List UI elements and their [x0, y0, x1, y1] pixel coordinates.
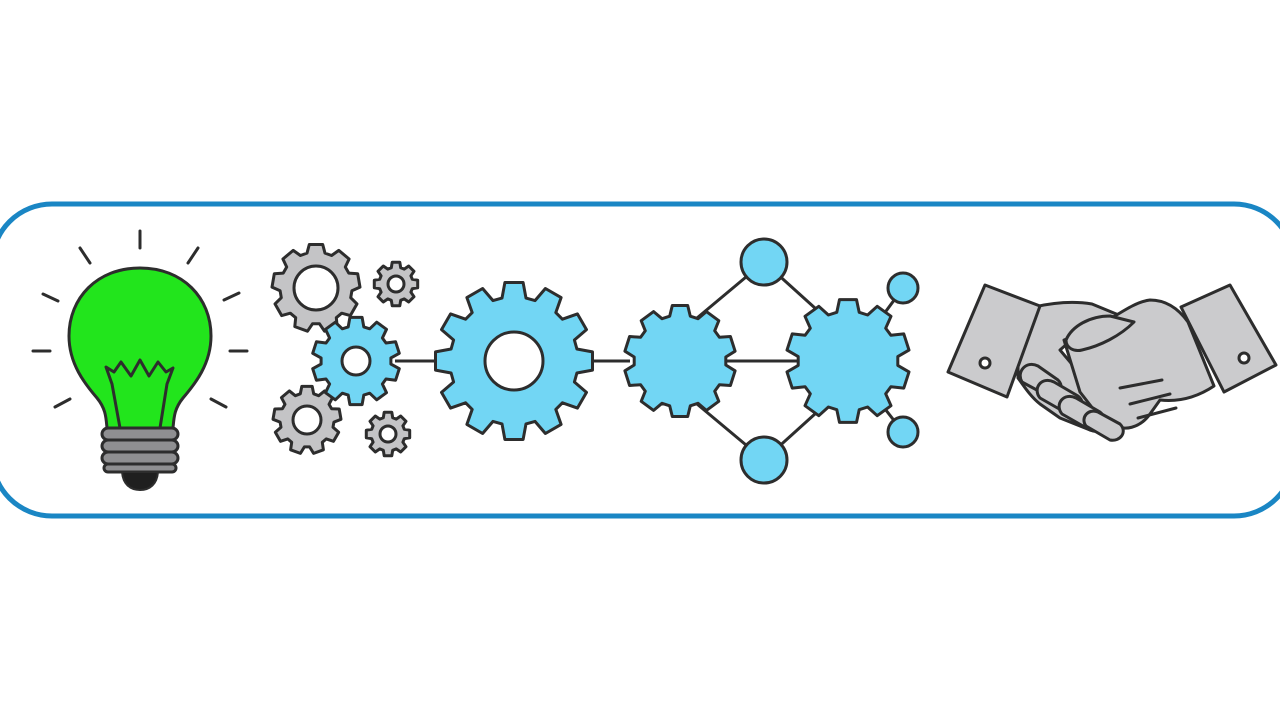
- finger: [1118, 378, 1178, 420]
- lightbulb-icon: [31, 229, 249, 492]
- blue-gear-icon: [785, 298, 911, 424]
- gear-network-icon: [623, 237, 920, 485]
- light-rays: [31, 229, 249, 409]
- gray-gear-icon: [271, 384, 343, 455]
- gear-body: [623, 304, 737, 418]
- blue-gear-icon: [434, 281, 594, 441]
- cufflink: [1237, 351, 1251, 365]
- thumb: [1064, 314, 1136, 352]
- bulb-tip: [120, 471, 160, 492]
- gear-body: [785, 298, 911, 424]
- right-cuff: [1179, 283, 1278, 394]
- cufflink: [978, 356, 992, 370]
- left-cuff: [946, 283, 1042, 399]
- large-gear-icon: [434, 281, 630, 441]
- gears-cluster-icon: [270, 243, 440, 458]
- gear-hole: [386, 274, 406, 294]
- gray-gear-icon: [372, 260, 420, 308]
- finger: [1082, 409, 1125, 442]
- blue-gear-icon: [623, 304, 737, 418]
- network-node: [739, 237, 789, 287]
- handshake-icon: [946, 283, 1278, 442]
- blue-gear-icon: [311, 315, 401, 407]
- network-nodes: [739, 237, 920, 485]
- bulb-base: [100, 426, 180, 474]
- banner-frame: [0, 201, 1280, 519]
- gear-hole: [378, 424, 398, 444]
- gear-hole: [483, 330, 545, 392]
- network-node: [739, 435, 789, 485]
- gear-hole: [292, 264, 340, 312]
- gear-hole: [291, 404, 323, 436]
- network-node: [886, 415, 920, 449]
- bulb-glass: [67, 266, 213, 430]
- bulb-filament: [104, 358, 175, 429]
- gray-gear-icon: [364, 410, 412, 458]
- gear-hole: [340, 345, 372, 377]
- network-node: [886, 271, 920, 305]
- gray-gear-icon: [270, 243, 362, 333]
